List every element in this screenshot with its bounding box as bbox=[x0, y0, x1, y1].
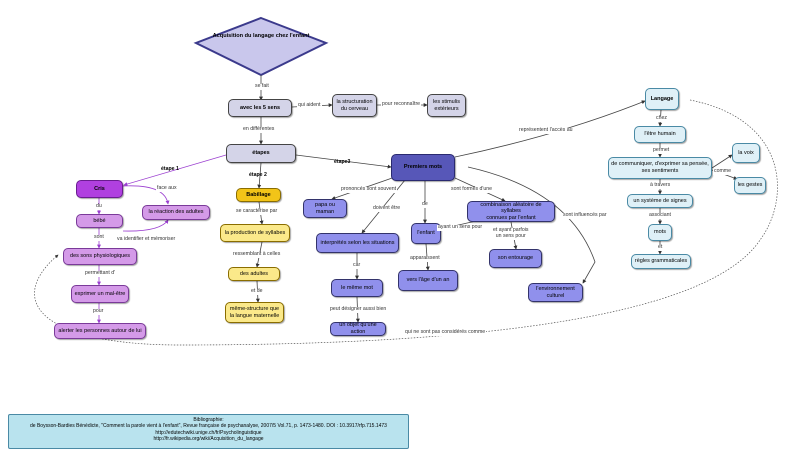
node-desadultes[interactable]: des adultes bbox=[228, 267, 280, 281]
label-et-de: et de bbox=[250, 288, 264, 295]
node-meme-structure[interactable]: même-structure que la langue maternelle bbox=[225, 302, 284, 323]
link-etapes-cris bbox=[123, 154, 227, 186]
node-mots[interactable]: mots bbox=[648, 224, 672, 241]
node-environnement[interactable]: l'environnement culturel bbox=[528, 283, 583, 302]
label-apparaissent: apparaissent bbox=[409, 255, 441, 262]
link-communiquer-voix bbox=[711, 154, 733, 169]
label-sont-formes: sont formés d'une bbox=[450, 186, 494, 193]
node-reaction[interactable]: la réaction des adultes bbox=[142, 205, 210, 220]
label-chez: chez bbox=[655, 115, 668, 122]
label-non-consideres: qui ne sont pas considérés comme bbox=[404, 329, 487, 336]
label-ressemblant: ressemblant à celles bbox=[232, 251, 282, 258]
label-se-fait: se fait bbox=[254, 83, 270, 90]
label-etape1: étape 1 bbox=[161, 166, 179, 172]
label-sont-influences: sont influencés par bbox=[562, 212, 608, 219]
node-cris[interactable]: Cris bbox=[76, 180, 123, 198]
label-peut-designer: peut désigner aussi bien bbox=[329, 306, 388, 313]
node-meme-mot[interactable]: le même mot bbox=[331, 279, 383, 297]
node-voix[interactable]: la voix bbox=[732, 143, 760, 163]
node-entourage[interactable]: son entourage bbox=[489, 249, 542, 268]
label-car: car bbox=[352, 262, 362, 269]
link-cris-reaction bbox=[122, 185, 170, 205]
link-premiers-environnement bbox=[467, 166, 596, 284]
node-stimulis[interactable]: les stimulis extérieurs bbox=[427, 94, 466, 117]
label-representent: représentent l'accès au bbox=[518, 127, 574, 134]
node-communiquer[interactable]: de communiquer, d'exprimer sa pensée, se… bbox=[608, 157, 712, 179]
root-diamond bbox=[193, 16, 329, 77]
label-ayant-un-sens: ayant un sens pour bbox=[437, 224, 484, 231]
node-premiers-mots[interactable]: Premiers mots bbox=[391, 154, 455, 181]
node-combinaison[interactable]: combinaison aléatoire de syllabes connue… bbox=[467, 201, 555, 222]
label-prononces: prononcés sont souvent bbox=[340, 186, 398, 193]
link-etapes-babillage bbox=[257, 162, 262, 189]
link-etapes-premiers bbox=[295, 154, 392, 169]
label-permettant: permettant d' bbox=[84, 270, 117, 277]
node-babillage[interactable]: Babillage bbox=[236, 188, 281, 202]
label-face-aux: face aux bbox=[156, 185, 178, 192]
node-etapes[interactable]: étapes bbox=[226, 144, 296, 163]
node-enfant[interactable]: l'enfant bbox=[411, 223, 441, 244]
label-comme: comme bbox=[713, 168, 733, 175]
label-a-travers: à travers bbox=[649, 182, 672, 189]
node-etre-humain[interactable]: l'être humain bbox=[634, 126, 686, 143]
label-etape2: étape 2 bbox=[249, 172, 267, 178]
node-papa[interactable]: papa ou maman bbox=[303, 199, 347, 218]
label-pour-reconnaitre: pour reconnaître bbox=[381, 101, 422, 108]
bibliography-box: Bibliographie: de Boysson-Bardies Bénédi… bbox=[8, 414, 409, 449]
label-doivent-etre: doivent être bbox=[372, 205, 402, 212]
label-et-ayant: et ayant parfois un sens pour bbox=[492, 227, 530, 240]
label-va-identifier: va identifier et mémoriser bbox=[116, 236, 177, 243]
node-systeme[interactable]: un système de signes bbox=[627, 194, 693, 208]
node-sons[interactable]: des sons physiologiques bbox=[63, 248, 137, 265]
label-et: et bbox=[657, 244, 664, 251]
label-caracterise: se caractérise par bbox=[235, 208, 279, 215]
node-objet[interactable]: un objet qu'une action bbox=[330, 322, 386, 336]
label-permet: permet bbox=[652, 147, 671, 154]
label-pour: pour bbox=[92, 308, 105, 315]
label-sont: sont bbox=[93, 234, 105, 241]
label-etape3: étape3 bbox=[334, 159, 351, 165]
node-gestes[interactable]: les gestes bbox=[734, 177, 766, 194]
root-title: Acquisition du langage chez l'enfant bbox=[212, 33, 310, 39]
node-bebe[interactable]: bébé bbox=[76, 214, 123, 228]
label-du: du bbox=[95, 203, 103, 210]
node-structuration[interactable]: la structuration du cerveau bbox=[332, 94, 377, 117]
node-production[interactable]: la production de syllabes bbox=[220, 224, 290, 242]
node-alerter[interactable]: alerter les personnes autour de lui bbox=[54, 323, 146, 339]
node-sens[interactable]: avec les 5 sens bbox=[228, 99, 292, 117]
label-en-differentes: en différentes bbox=[242, 126, 276, 133]
node-langage[interactable]: Langage bbox=[645, 88, 679, 110]
label-qui-aident: qui aident bbox=[297, 102, 322, 109]
node-regles[interactable]: règles grammaticales bbox=[631, 254, 691, 269]
label-de: de bbox=[421, 201, 429, 208]
node-age[interactable]: vers l'âge d'un an bbox=[398, 270, 458, 291]
node-interpretes[interactable]: interprétés selon les situations bbox=[316, 233, 399, 253]
label-associant: associant bbox=[648, 212, 672, 219]
node-malEtre[interactable]: exprimer un mal-être bbox=[71, 285, 129, 303]
link-bebe-reaction bbox=[122, 219, 169, 232]
